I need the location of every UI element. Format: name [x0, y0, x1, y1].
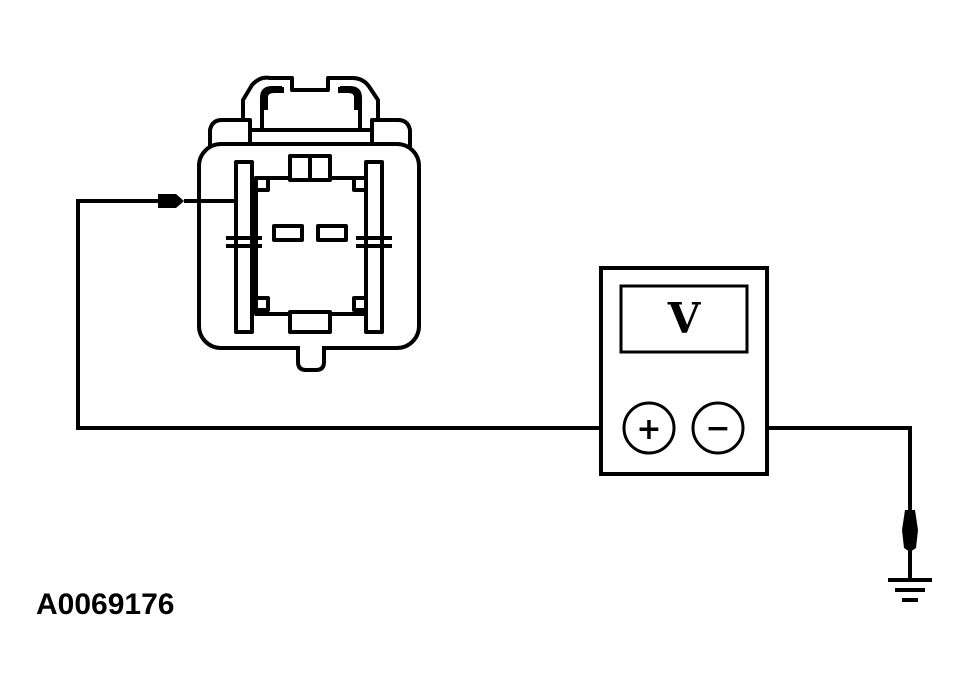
connector-pin — [272, 224, 304, 242]
ground-probe-icon — [902, 510, 918, 580]
negative-terminal-symbol: − — [705, 411, 730, 446]
negative-test-lead — [742, 426, 912, 510]
voltmeter-icon: V + − — [599, 266, 769, 476]
figure-id: A0069176 — [36, 588, 175, 621]
test-probe-icon — [158, 194, 236, 208]
connector-key — [296, 346, 326, 372]
positive-test-lead — [76, 199, 624, 430]
positive-terminal[interactable] — [622, 401, 676, 455]
connector-pin — [316, 224, 348, 242]
connector-bottom-tab — [288, 310, 332, 334]
connector-latch-dark — [338, 87, 360, 110]
voltmeter-display-symbol: V — [667, 294, 702, 343]
connector-icon — [197, 75, 421, 372]
connector-latch-dark — [262, 87, 284, 110]
voltmeter-display — [619, 284, 749, 354]
ground-symbol-icon — [888, 578, 932, 602]
positive-terminal-symbol: + — [636, 412, 661, 447]
connector-cavity — [254, 176, 368, 316]
negative-terminal[interactable] — [691, 401, 745, 455]
